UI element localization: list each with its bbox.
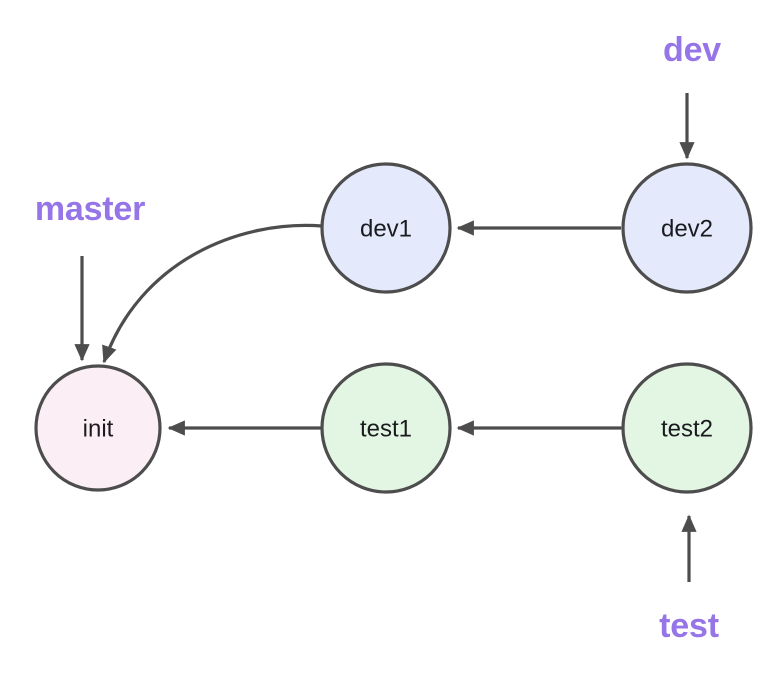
commit-circle-dev2[interactable] [621, 162, 753, 294]
branch-label-group: master dev test [35, 31, 722, 645]
commit-label-dev1: dev1 [360, 216, 412, 243]
commit-label-init: init [83, 416, 114, 443]
commit-circle-test1[interactable] [320, 362, 452, 494]
commit-label-test1: test1 [360, 416, 412, 443]
commit-circle-init[interactable] [34, 364, 162, 492]
commit-node-test1[interactable]: test1 [320, 362, 452, 494]
commit-circle-dev1[interactable] [320, 162, 452, 294]
edge-dev1-to-init [102, 223, 323, 364]
branch-label-test[interactable]: test [659, 607, 719, 645]
commit-node-test2[interactable]: test2 [621, 362, 753, 494]
commit-label-dev2: dev2 [661, 216, 713, 243]
commit-node-dev2[interactable]: dev2 [621, 162, 753, 294]
commit-node-dev1[interactable]: dev1 [320, 162, 452, 294]
branch-pointer-group [74, 93, 697, 582]
branch-label-master[interactable]: master [35, 190, 146, 228]
edge-group [102, 220, 622, 436]
commit-label-test2: test2 [661, 416, 713, 443]
commit-node-init[interactable]: init [34, 364, 162, 492]
commit-node-group: init dev1 dev2 test1 test2 [34, 162, 753, 494]
branch-label-dev[interactable]: dev [663, 31, 721, 69]
commit-circle-test2[interactable] [621, 362, 753, 494]
